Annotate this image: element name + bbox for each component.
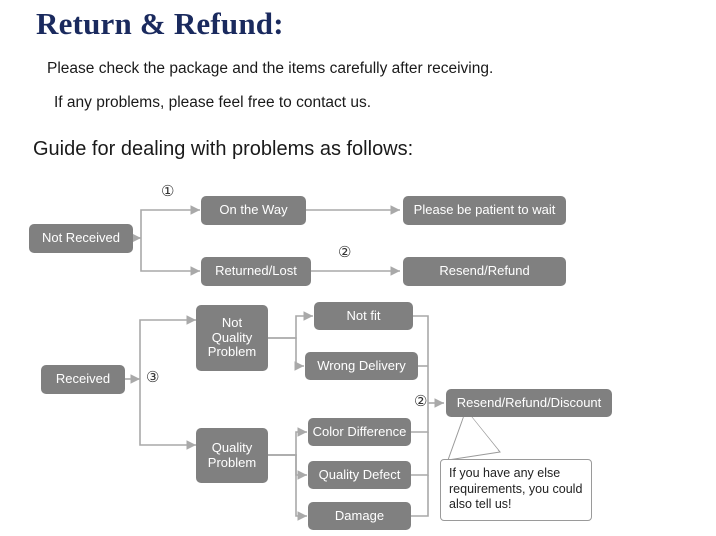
box-damage[interactable]: Damage [308, 502, 411, 530]
box-quality-problem[interactable]: Quality Problem [196, 428, 268, 483]
box-not-quality-problem[interactable]: Not Quality Problem [196, 305, 268, 371]
box-quality-defect[interactable]: Quality Defect [308, 461, 411, 489]
marker-3: ③ [146, 369, 160, 386]
box-on-the-way[interactable]: On the Way [201, 196, 306, 225]
box-received[interactable]: Received [41, 365, 125, 394]
box-please-be-patient-to-wait[interactable]: Please be patient to wait [403, 196, 566, 225]
guide-heading: Guide for dealing with problems as follo… [33, 138, 414, 160]
marker-2a: ② [338, 244, 352, 261]
callout-note: If you have any else requirements, you c… [440, 459, 592, 521]
box-wrong-delivery[interactable]: Wrong Delivery [305, 352, 418, 380]
box-color-difference[interactable]: Color Difference [308, 418, 411, 446]
marker-2b: ② [414, 393, 428, 410]
box-returned-lost[interactable]: Returned/Lost [201, 257, 311, 286]
box-not-fit[interactable]: Not fit [314, 302, 413, 330]
marker-1: ① [161, 183, 175, 200]
page-title: Return & Refund: [36, 6, 284, 41]
box-resend-refund-discount[interactable]: Resend/Refund/Discount [446, 389, 612, 417]
box-resend-refund[interactable]: Resend/Refund [403, 257, 566, 286]
box-not-received[interactable]: Not Received [29, 224, 133, 253]
instruction-line-2: If any problems, please feel free to con… [54, 94, 372, 111]
instruction-line-1: Please check the package and the items c… [47, 60, 494, 77]
